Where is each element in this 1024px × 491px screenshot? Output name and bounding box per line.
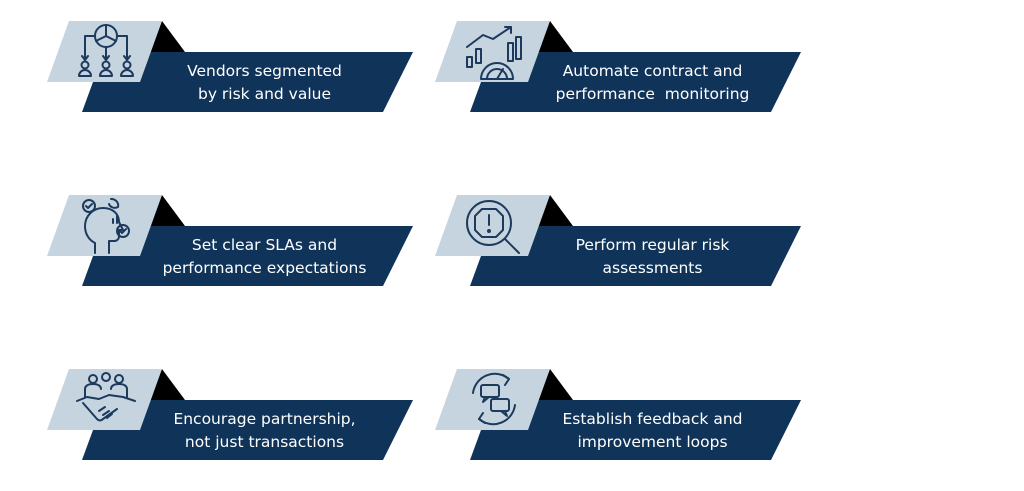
- card-5: Encourage partnership, not just transact…: [47, 369, 417, 461]
- label-line-2: not just transactions: [184, 433, 345, 451]
- card-shape: [435, 21, 801, 112]
- card-label: Vendors segmented by risk and value: [152, 57, 377, 109]
- label-line-1: Vendors segmented: [187, 62, 342, 80]
- card-shape: [47, 369, 413, 460]
- card-label: Automate contract and performance monito…: [540, 57, 765, 109]
- card-4: Perform regular risk assessments: [435, 195, 805, 287]
- card-1: Vendors segmented by risk and value: [47, 21, 417, 113]
- label-line-2: performance monitoring: [555, 85, 750, 103]
- vendor-segmentation-icon: [78, 24, 134, 77]
- card-label: Perform regular risk assessments: [540, 231, 765, 283]
- head-analytics-icon: [82, 198, 130, 254]
- label-line-2: by risk and value: [197, 85, 332, 103]
- label-line-1: Perform regular risk: [575, 236, 730, 254]
- accent-triangle: [535, 195, 573, 226]
- label-line-1: Establish feedback and: [562, 410, 743, 428]
- accent-triangle: [535, 21, 573, 52]
- icon-background: [47, 369, 162, 430]
- feedback-loop-icon: [472, 372, 516, 426]
- performance-gauge-icon: [466, 26, 522, 80]
- icon-background: [435, 195, 550, 256]
- risk-magnifier-icon: [466, 200, 520, 254]
- card-shape: [47, 195, 413, 286]
- icon-panel: [82, 400, 413, 460]
- icon-panel: [82, 52, 413, 112]
- handshake-icon: [76, 372, 136, 422]
- accent-triangle: [535, 369, 573, 400]
- label-line-2: assessments: [602, 259, 703, 277]
- card-shape: [435, 195, 801, 286]
- label-line-2: improvement loops: [577, 433, 728, 451]
- card-label: Establish feedback and improvement loops: [540, 405, 765, 457]
- icon-background: [47, 195, 162, 256]
- label-line-1: Automate contract and: [562, 62, 743, 80]
- icon-panel: [82, 226, 413, 286]
- label-line-1: Encourage partnership,: [173, 410, 356, 428]
- accent-triangle: [147, 369, 185, 400]
- card-label: Set clear SLAs and performance expectati…: [152, 231, 377, 283]
- icon-panel: [470, 226, 801, 286]
- card-3: Set clear SLAs and performance expectati…: [47, 195, 417, 287]
- icon-background: [47, 21, 162, 82]
- card-2: Automate contract and performance monito…: [435, 21, 805, 113]
- accent-triangle: [147, 21, 185, 52]
- icon-panel: [470, 400, 801, 460]
- accent-triangle: [147, 195, 185, 226]
- icon-panel: [470, 52, 801, 112]
- card-shape: [47, 21, 413, 112]
- label-line-2: performance expectations: [162, 259, 367, 277]
- card-6: Establish feedback and improvement loops: [435, 369, 805, 461]
- card-label: Encourage partnership, not just transact…: [152, 405, 377, 457]
- label-line-1: Set clear SLAs and: [191, 236, 338, 254]
